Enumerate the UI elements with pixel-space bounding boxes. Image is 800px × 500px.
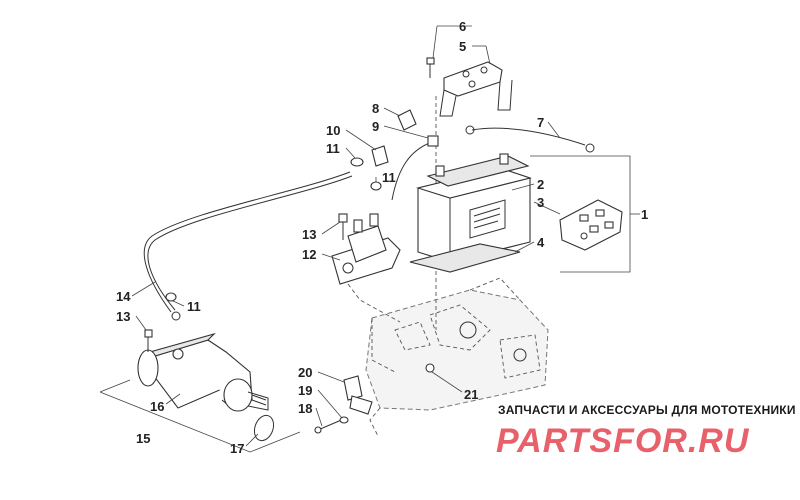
hardware-kit (559, 199, 623, 251)
solenoid (331, 213, 401, 285)
callout-2: 2 (537, 177, 544, 192)
callout-15: 15 (136, 431, 150, 446)
callout-4: 4 (537, 235, 545, 250)
callout-3: 3 (537, 195, 544, 210)
boot-10 (371, 145, 389, 167)
cable-7 (465, 125, 595, 153)
cable-9 (391, 135, 439, 201)
callout-8: 8 (372, 101, 379, 116)
bracket-20 (343, 375, 373, 415)
battery (415, 153, 532, 263)
callouts: 1 2 3 4 5 6 7 8 9 10 11 11 11 12 13 13 1… (116, 19, 648, 456)
starter-bolt (144, 329, 153, 352)
watermark-subtitle: ЗАПЧАСТИ И АКСЕССУАРЫ ДЛЯ МОТОТЕХНИКИ (498, 403, 796, 417)
callout-13b: 13 (116, 309, 130, 324)
nut-11b (370, 181, 382, 191)
callout-9: 9 (372, 119, 379, 134)
battery-bracket (439, 61, 513, 117)
starter-motor (137, 332, 269, 412)
callout-12: 12 (302, 247, 316, 262)
grommet-21 (425, 363, 435, 373)
callout-11c: 11 (187, 299, 201, 314)
callout-16: 16 (150, 399, 164, 414)
callout-10: 10 (326, 123, 340, 138)
callout-11b: 11 (382, 170, 396, 185)
battery-pad (409, 243, 521, 273)
nut-11c (165, 292, 177, 302)
callout-6: 6 (459, 19, 466, 34)
callout-20: 20 (298, 365, 312, 380)
cable-14 (143, 171, 353, 321)
callout-5: 5 (459, 39, 466, 54)
solenoid-bolt (338, 213, 348, 240)
callout-21: 21 (464, 387, 478, 402)
cap-8 (397, 109, 417, 131)
callout-14: 14 (116, 289, 131, 304)
watermark-logo-text: PARTSFOR.RU (496, 422, 750, 460)
callout-17: 17 (230, 441, 244, 456)
washer-19 (339, 416, 349, 424)
leader-lines (131, 25, 561, 447)
callout-18: 18 (298, 401, 312, 416)
bracket-bolt (426, 57, 435, 78)
callout-13a: 13 (302, 227, 316, 242)
o-ring (253, 414, 275, 442)
nut-11a (350, 157, 364, 167)
watermark-logo: PARTSFOR.RU (496, 422, 750, 460)
callout-19: 19 (298, 383, 312, 398)
frame-chassis (365, 277, 549, 437)
callout-7: 7 (537, 115, 544, 130)
callout-11a: 11 (326, 141, 340, 156)
callout-1: 1 (641, 207, 648, 222)
